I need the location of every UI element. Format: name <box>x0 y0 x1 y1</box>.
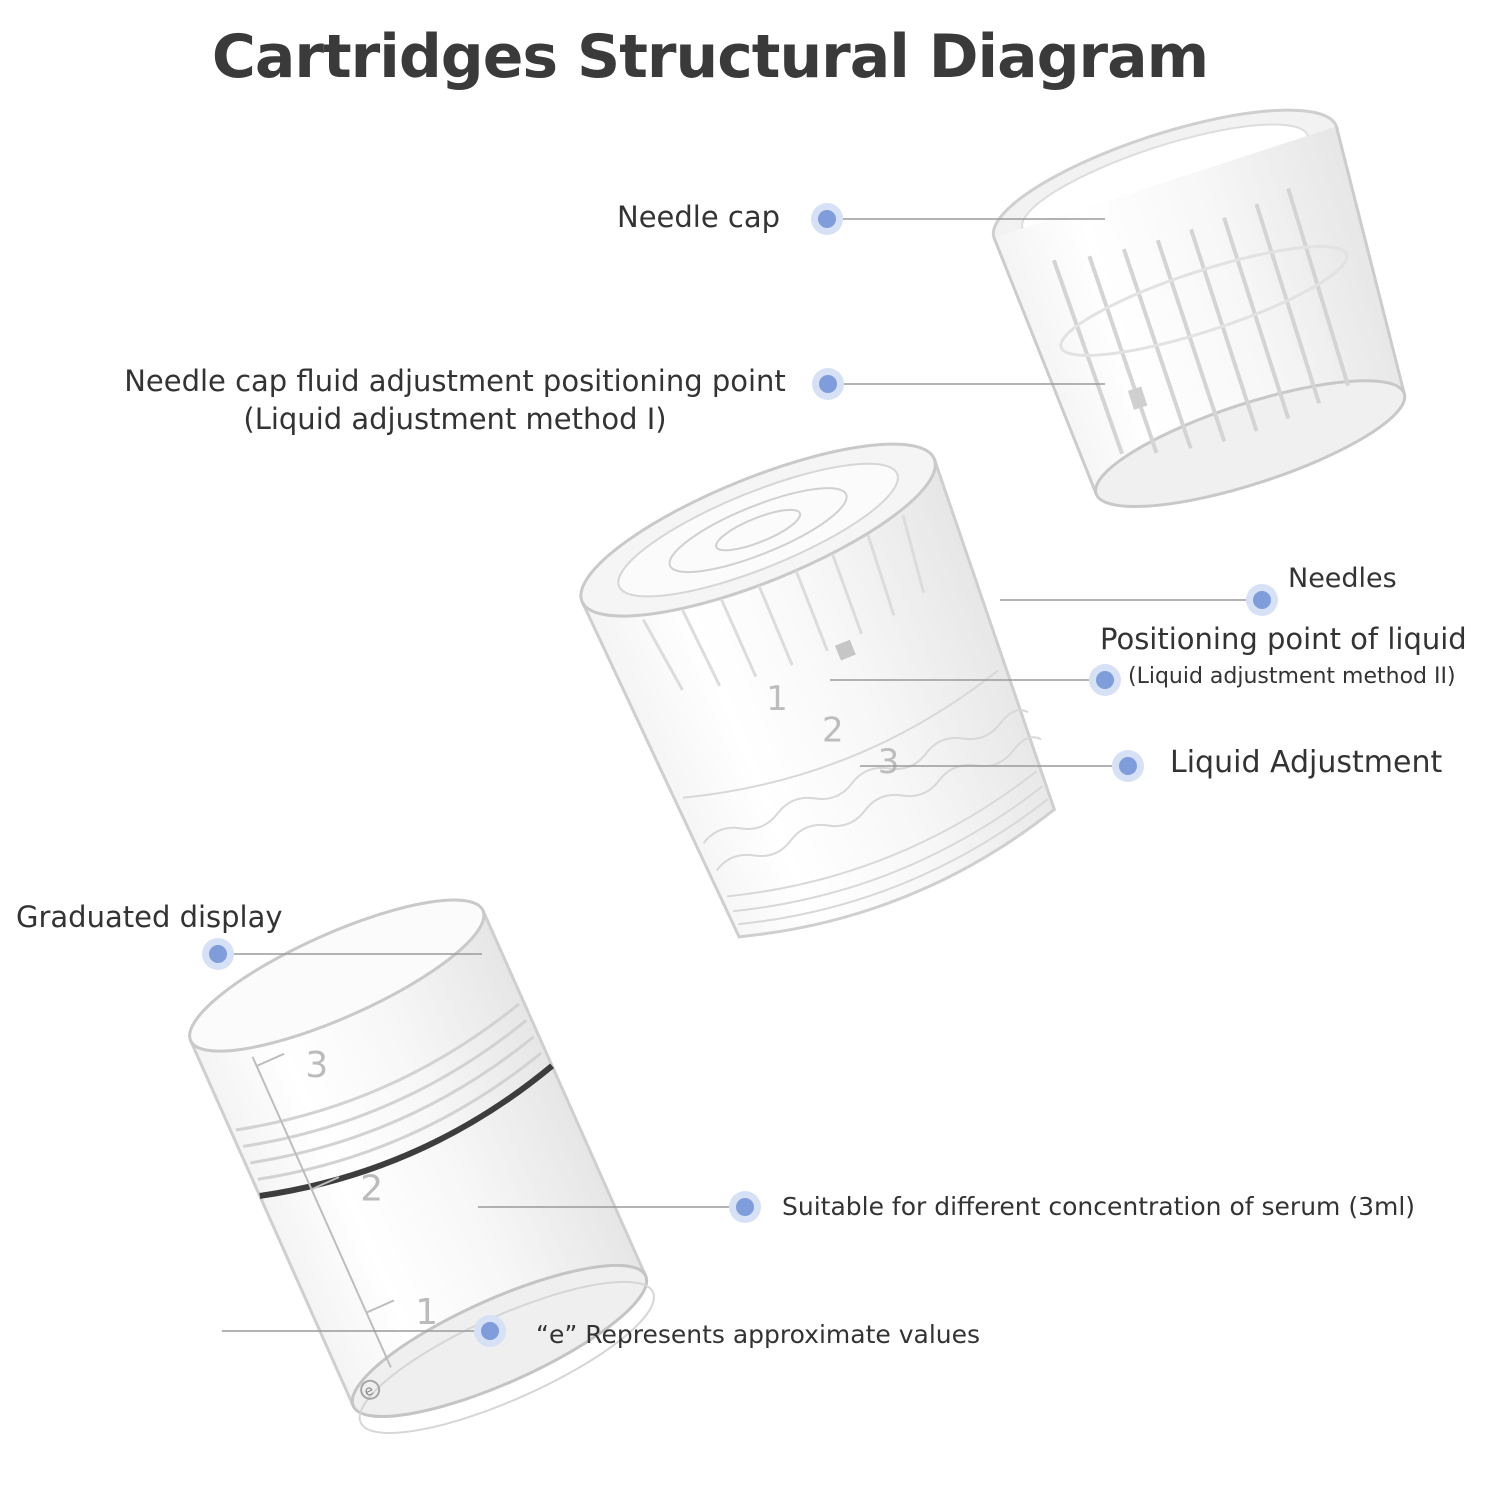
vial-scale-2: 2 <box>360 1168 383 1209</box>
dot-liquid-adjustment <box>1112 750 1144 782</box>
middle-scale-2: 2 <box>822 711 844 751</box>
label-positioning-liquid: Positioning point of liquid (Liquid adju… <box>1100 620 1467 696</box>
label-e-mark: “e” Represents approximate values <box>536 1320 981 1349</box>
callout-dots <box>202 203 1278 1347</box>
needle-cap-part <box>991 108 1407 509</box>
dot-e-mark <box>474 1315 506 1347</box>
dot-serum <box>729 1191 761 1223</box>
label-needle-cap: Needle cap <box>617 200 781 234</box>
dot-needles <box>1246 584 1278 616</box>
page-title: Cartridges Structural Diagram <box>211 22 1209 92</box>
label-serum: Suitable for different concentration of … <box>782 1192 1416 1221</box>
middle-scale-1: 1 <box>766 679 788 719</box>
label-liquid-adjustment: Liquid Adjustment <box>1170 745 1443 780</box>
graduated-vial-part: 3 2 1 e <box>188 898 655 1434</box>
dot-positioning-liquid <box>1089 664 1121 696</box>
needle-module-part: 1 2 3 <box>579 442 1057 939</box>
label-graduated-display: Graduated display <box>16 900 283 934</box>
dot-needle-cap <box>811 203 843 235</box>
label-cap-positioning: Needle cap fluid adjustment positioning … <box>110 362 800 438</box>
dot-graduated-display <box>202 938 234 970</box>
middle-scale-3: 3 <box>878 742 900 782</box>
label-positioning-liquid-line2: (Liquid adjustment method II) <box>1128 664 1456 689</box>
label-positioning-liquid-line1: Positioning point of liquid <box>1100 622 1467 656</box>
vial-scale-3: 3 <box>305 1045 328 1086</box>
leader-lines <box>218 218 1262 1332</box>
dot-cap-positioning <box>812 368 844 400</box>
label-cap-positioning-line1: Needle cap fluid adjustment positioning … <box>124 364 786 398</box>
label-needles: Needles <box>1288 563 1397 594</box>
label-cap-positioning-line2: (Liquid adjustment method I) <box>243 402 667 436</box>
vial-scale-1: 1 <box>415 1292 438 1333</box>
